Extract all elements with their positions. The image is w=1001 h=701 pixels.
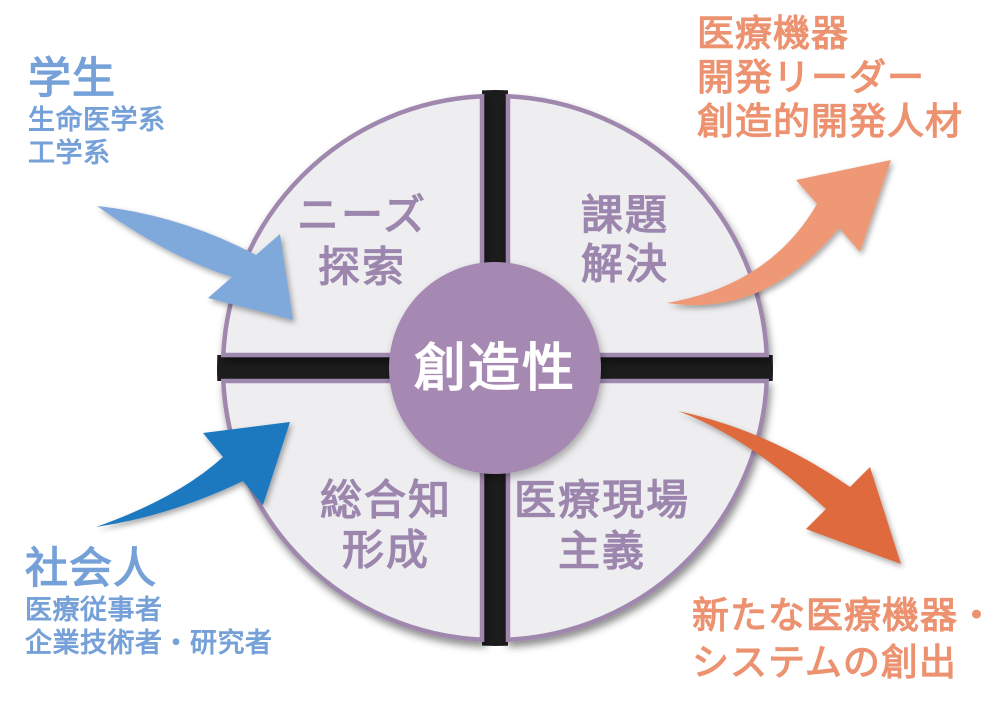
- creation-output-label-block: 新たな医療機器・ システムの創出: [692, 592, 996, 686]
- center-circle: [389, 262, 601, 474]
- curved-arrow-professionals-input-icon: [96, 422, 290, 527]
- leader-output-line-3: 創造的開発人材: [697, 101, 963, 142]
- professionals-subline-2: 企業技術者・研究者: [25, 628, 273, 658]
- quadrant-integrated-knowledge: [220, 378, 485, 643]
- needs-search-line-1: ニーズ: [297, 192, 427, 239]
- clinical-field-line-2: 主義: [558, 528, 646, 575]
- leader-output-line-2: 開発リーダー: [697, 57, 925, 98]
- clinical-field-line-1: 医療現場: [514, 477, 690, 524]
- integrated-knowledge-line-2: 形成: [342, 527, 430, 574]
- integrated-knowledge-line-1: 総合知: [320, 477, 452, 524]
- creation-output-line-1: 新たな医療機器・: [692, 595, 996, 636]
- center-label: 創造性: [414, 340, 576, 398]
- needs-search-line-2: 探索: [318, 244, 406, 291]
- students-title: 学生: [28, 55, 116, 103]
- curved-arrow-leader-output-icon: [667, 160, 891, 306]
- problem-solving-line-1: 課題: [581, 192, 669, 239]
- curved-arrow-students-input-icon: [97, 206, 293, 320]
- students-subline-2: 工学系: [28, 138, 111, 168]
- students-subline-1: 生命医学系: [28, 105, 166, 135]
- professionals-subline-1: 医療従事者: [25, 595, 163, 625]
- leader-output-label-block: 医療機器 開発リーダー 創造的開発人材: [697, 12, 963, 144]
- leader-output-line-1: 医療機器: [697, 13, 849, 54]
- curved-arrow-creation-output-icon: [678, 411, 901, 564]
- professionals-title: 社会人: [25, 545, 157, 593]
- quadrant-problem-solving: [505, 93, 770, 358]
- students-label-block: 学生 生命医学系 工学系: [28, 54, 166, 170]
- creation-output-line-2: システムの創出: [692, 642, 957, 683]
- professionals-label-block: 社会人 医療従事者 企業技術者・研究者: [25, 544, 273, 660]
- quadrant-clinical-field-first: [505, 378, 770, 643]
- problem-solving-line-2: 解決: [581, 241, 669, 288]
